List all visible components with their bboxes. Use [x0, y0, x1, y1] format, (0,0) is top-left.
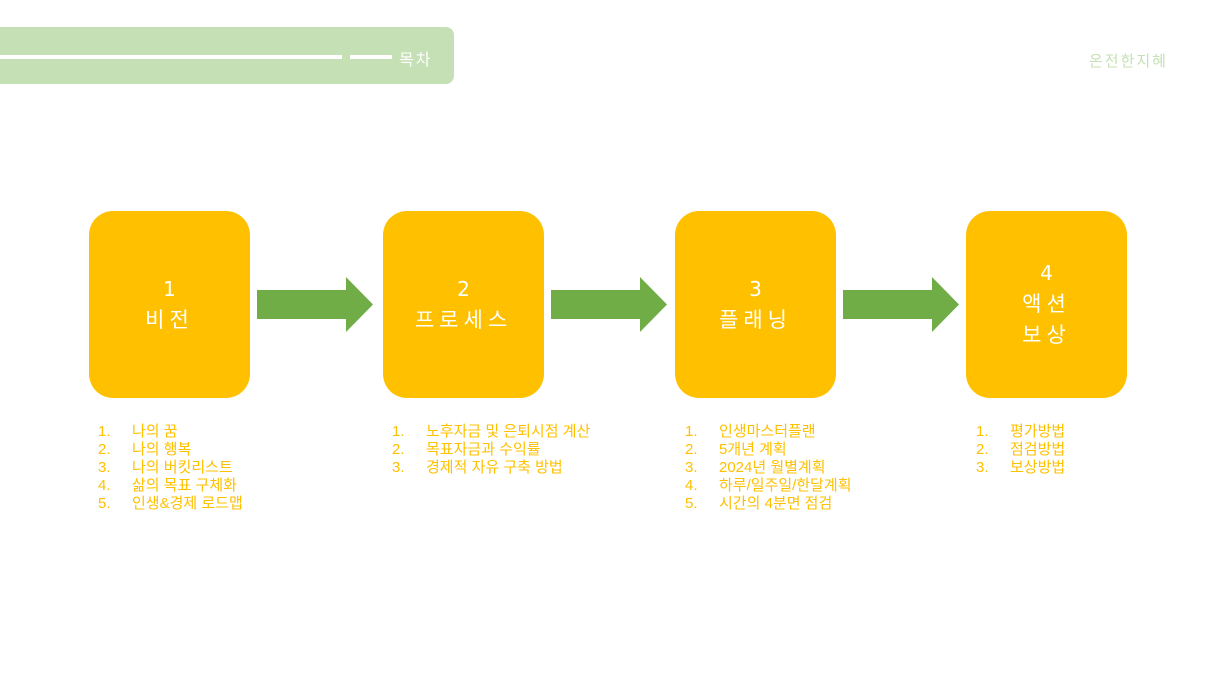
- list-item: 3.보상방법: [976, 459, 1066, 476]
- step-title: 액션: [1022, 292, 1071, 316]
- list-item-text: 2024년 월별계획: [719, 459, 826, 476]
- brand-label: 온전한지혜: [1088, 52, 1168, 70]
- list-item-text: 5개년 계획: [719, 441, 787, 458]
- right-arrow-icon: [843, 277, 959, 332]
- list-item-text: 인생&경제 로드맵: [132, 495, 243, 512]
- step-number: 2: [457, 276, 470, 301]
- list-item: 4.하루/일주일/한달계획: [685, 477, 852, 494]
- list-item: 1.노후자금 및 은퇴시점 계산: [392, 423, 591, 440]
- list-item: 3.경제적 자유 구축 방법: [392, 459, 563, 476]
- step-number: 1: [163, 276, 176, 301]
- step-box-action-reward[interactable]: 4 액션 보상: [966, 211, 1127, 398]
- step-number: 4: [1040, 261, 1053, 285]
- list-item: 2.목표자금과 수익률: [392, 441, 541, 458]
- step-title: 프로세스: [414, 307, 513, 332]
- list-item: 1.나의 꿈: [98, 423, 178, 440]
- header-divider-long: [0, 55, 342, 59]
- list-item-text: 목표자금과 수익률: [426, 441, 541, 458]
- list-item-text: 경제적 자유 구축 방법: [426, 459, 563, 476]
- step-box-vision[interactable]: 1 비전: [89, 211, 250, 398]
- list-item: 1.인생마스터플랜: [685, 423, 816, 440]
- list-item: 2.5개년 계획: [685, 441, 787, 458]
- step-box-planning[interactable]: 3 플래닝: [675, 211, 836, 398]
- step-list-process: 1.노후자금 및 은퇴시점 계산 2.목표자금과 수익률 3.경제적 자유 구축…: [392, 423, 590, 477]
- list-item: 3.나의 버킷리스트: [98, 459, 233, 476]
- step-number: 3: [749, 276, 762, 301]
- list-item: 5.인생&경제 로드맵: [98, 495, 243, 512]
- list-item: 2.나의 행복: [98, 441, 192, 458]
- step-title: 플래닝: [719, 307, 792, 332]
- list-item-text: 보상방법: [1010, 459, 1066, 476]
- right-arrow-icon: [257, 277, 373, 332]
- list-item-text: 시간의 4분면 점검: [719, 495, 833, 512]
- list-item: 3.2024년 월별계획: [685, 459, 826, 476]
- list-item-text: 노후자금 및 은퇴시점 계산: [426, 423, 591, 440]
- step-list-planning: 1.인생마스터플랜 2.5개년 계획 3.2024년 월별계획 4.하루/일주일…: [685, 423, 852, 513]
- step-box-process[interactable]: 2 프로세스: [383, 211, 544, 398]
- list-item: 1.평가방법: [976, 423, 1066, 440]
- step-list-action-reward: 1.평가방법 2.점검방법 3.보상방법: [976, 423, 1065, 477]
- step-list-vision: 1.나의 꿈 2.나의 행복 3.나의 버킷리스트 4.삶의 목표 구체화 5.…: [98, 423, 243, 513]
- list-item-text: 나의 버킷리스트: [132, 459, 233, 476]
- list-item-text: 인생마스터플랜: [719, 423, 816, 440]
- right-arrow-icon: [551, 277, 667, 332]
- list-item-text: 점검방법: [1010, 441, 1066, 458]
- list-item: 4.삶의 목표 구체화: [98, 477, 237, 494]
- list-item: 2.점검방법: [976, 441, 1066, 458]
- list-item-text: 삶의 목표 구체화: [132, 477, 237, 494]
- header-divider-short: [350, 55, 392, 59]
- list-item: 5.시간의 4분면 점검: [685, 495, 833, 512]
- list-item-text: 나의 행복: [132, 441, 192, 458]
- step-title: 비전: [145, 307, 194, 332]
- list-item-text: 평가방법: [1010, 423, 1066, 440]
- list-item-text: 하루/일주일/한달계획: [719, 477, 852, 494]
- list-item-text: 나의 꿈: [132, 423, 178, 440]
- step-title: 보상: [1022, 323, 1071, 347]
- page-title: 목차: [399, 50, 433, 69]
